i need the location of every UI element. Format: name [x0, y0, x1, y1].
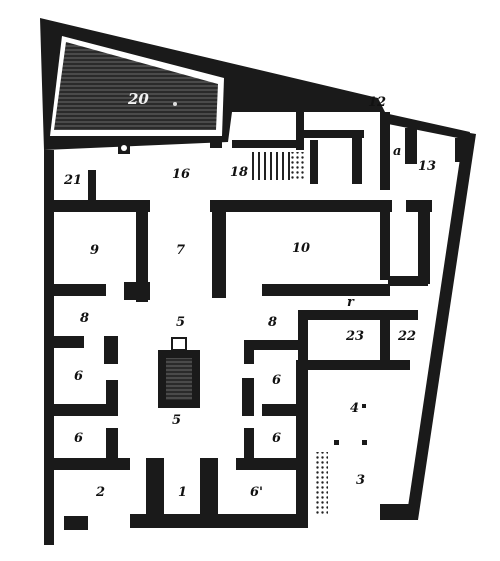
room-3-details: [314, 404, 367, 514]
center-rooms: [210, 200, 432, 528]
label-room-20: 20: [127, 90, 149, 108]
room-labels: 20 12 13 a 18 16 21 9 7 10 8 5 8 r 23 22…: [63, 90, 436, 500]
label-room-6-c: 6: [74, 431, 83, 446]
label-room-1: 1: [178, 485, 187, 500]
label-room-10: 10: [292, 241, 310, 256]
label-room-6-a: 6: [74, 369, 83, 384]
label-room-6-prime: 6': [250, 485, 263, 500]
label-r: r: [347, 295, 355, 310]
label-room-12: 12: [368, 95, 386, 110]
label-room-13: 13: [418, 159, 436, 174]
label-room-9: 9: [90, 243, 99, 258]
label-room-2: 2: [95, 485, 105, 500]
label-room-3: 3: [356, 473, 365, 488]
label-room-6-b: 6: [272, 373, 281, 388]
label-a: a: [393, 144, 401, 159]
label-room-5-upper: 5: [176, 315, 185, 330]
label-room-23: 23: [345, 329, 364, 344]
label-room-21: 21: [63, 173, 82, 188]
label-room-16: 16: [172, 167, 190, 182]
impluvium: [158, 337, 200, 408]
stair-block-18: [230, 98, 364, 184]
label-room-8-left: 8: [80, 311, 89, 326]
label-room-4: 4: [350, 401, 359, 416]
label-room-5: 5: [172, 413, 181, 428]
label-room-6-d: 6: [272, 431, 281, 446]
label-room-7: 7: [176, 243, 185, 258]
label-room-22: 22: [397, 329, 416, 344]
label-room-18: 18: [230, 165, 248, 180]
garden-area: [40, 18, 385, 154]
label-room-8-right: 8: [268, 315, 277, 330]
left-rooms: [44, 170, 218, 522]
